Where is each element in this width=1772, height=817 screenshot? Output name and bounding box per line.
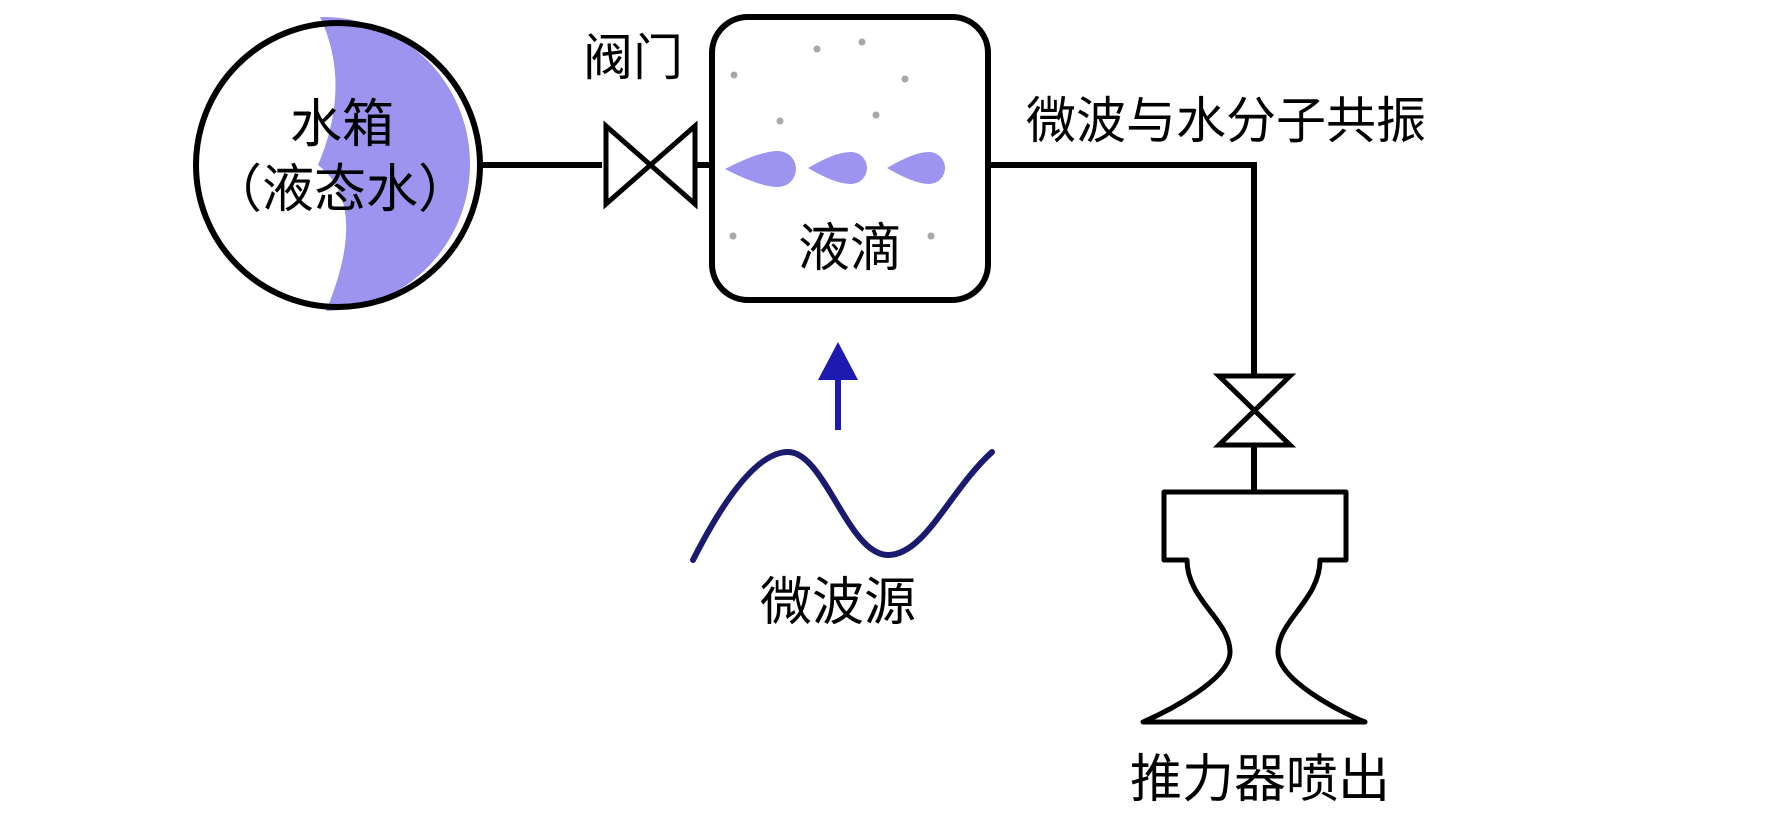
microwave-arrow [818, 342, 858, 430]
outlet-valve-symbol [1212, 373, 1297, 448]
water-tank-label: 水箱 [290, 95, 394, 155]
arrow-head [818, 342, 858, 380]
microwave-source-label: 微波源 [760, 573, 916, 633]
droplet-chamber: 液滴 [709, 14, 991, 303]
vapor-dot [730, 71, 738, 79]
droplets-label: 液滴 [798, 219, 902, 279]
outlet-pipe [988, 162, 1257, 376]
outlet-valve [1212, 373, 1297, 492]
vapor-dots [729, 38, 935, 240]
vapor-dot [776, 117, 784, 125]
vapor-dot [813, 45, 821, 53]
thruster-nozzle [1140, 489, 1368, 725]
microwave-wave-icon [690, 448, 995, 563]
water-droplets [725, 151, 945, 187]
water-tank: 水箱 （液态水） [193, 16, 483, 311]
liquid-water-fill [318, 16, 471, 311]
vapor-dot [927, 232, 935, 240]
resonance-label: 微波与水分子共振 [1026, 92, 1426, 150]
vapor-dot [901, 75, 909, 83]
thruster-output-label: 推力器喷出 [1130, 750, 1390, 810]
vapor-dot [858, 38, 866, 46]
water-tank-sublabel: （液态水） [210, 160, 470, 220]
vapor-dot [729, 232, 737, 240]
valve-label: 阀门 [583, 29, 683, 87]
inlet-valve [603, 120, 712, 210]
water-droplet [887, 152, 945, 184]
water-droplet [808, 152, 867, 184]
water-droplet [725, 151, 796, 187]
inlet-valve-symbol [603, 120, 698, 210]
vapor-dot [872, 111, 880, 119]
